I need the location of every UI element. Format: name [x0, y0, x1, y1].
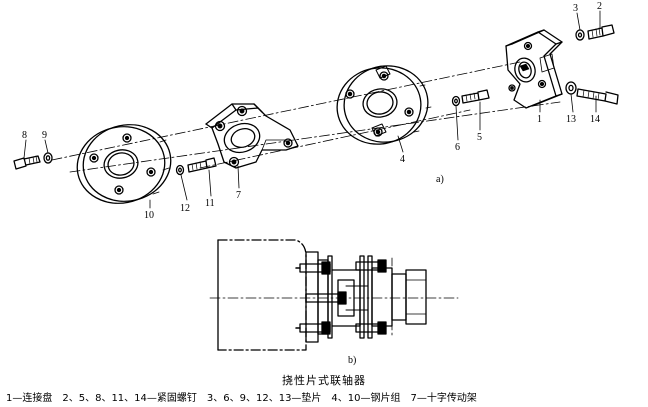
cross-drive-frame-7	[205, 103, 299, 169]
label-7: 7	[236, 190, 241, 201]
figure-legend: 1—连接盘 2、5、8、11、14—紧固螺钉 3、6、9、12、13—垫片 4、…	[6, 393, 477, 404]
figure-title: 挠性片式联轴器	[282, 374, 366, 387]
label-4: 4	[400, 154, 405, 165]
label-5: 5	[477, 132, 482, 143]
washer-12	[175, 164, 185, 176]
label-2: 2	[597, 1, 602, 12]
axis-lines	[51, 61, 561, 173]
label-14: 14	[590, 114, 600, 125]
label-1: 1	[537, 114, 542, 125]
washer-13	[565, 81, 577, 95]
view-b-label: b)	[348, 355, 356, 366]
label-10: 10	[144, 210, 154, 221]
label-12: 12	[180, 203, 190, 214]
leader-lines	[23, 10, 601, 209]
steel-disc-pack-10	[76, 124, 172, 204]
section-view-b	[209, 239, 459, 351]
label-6: 6	[455, 142, 460, 153]
screw-14	[576, 88, 619, 105]
connecting-plate-1	[505, 29, 563, 109]
label-13: 13	[566, 114, 576, 125]
label-3: 3	[573, 3, 578, 14]
screw-11	[187, 157, 217, 173]
label-11: 11	[205, 198, 215, 209]
steel-disc-pack-4	[336, 65, 432, 145]
part-labels: 3 2 1 13 14 6 5 4 7 11 12 10 8 9 a) b)	[22, 1, 602, 366]
view-a-label: a)	[436, 174, 444, 185]
screw-2	[587, 24, 615, 40]
screw-8	[13, 155, 41, 170]
label-8: 8	[22, 130, 27, 141]
label-9: 9	[42, 130, 47, 141]
washer-6	[451, 95, 461, 107]
screw-5	[461, 89, 490, 104]
washer-9	[43, 152, 53, 164]
washer-3	[575, 29, 585, 41]
